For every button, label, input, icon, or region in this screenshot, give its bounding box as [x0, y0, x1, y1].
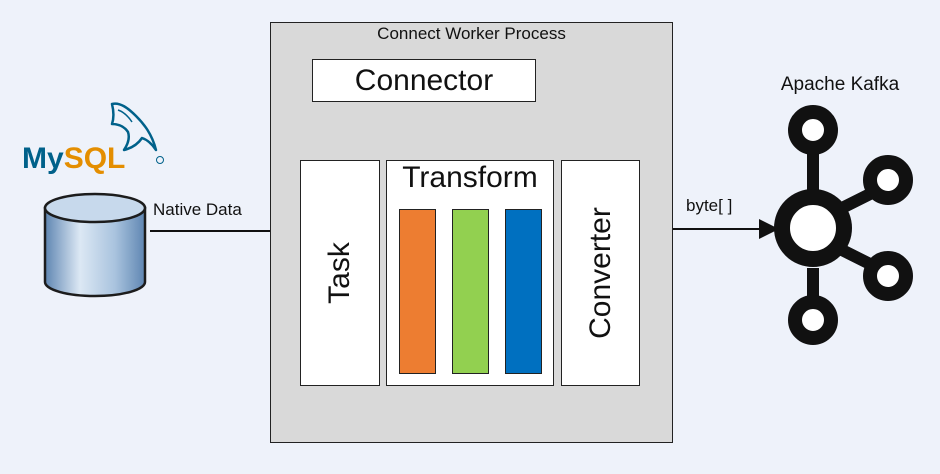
apache-kafka-logo-icon — [774, 105, 913, 345]
transform-label: Transform — [402, 161, 538, 194]
task-box: Task — [300, 160, 380, 386]
converter-box: Converter — [561, 160, 640, 386]
task-label: Task — [323, 242, 356, 304]
transform-bar-blue — [505, 209, 542, 374]
mysql-logo-text: MySQL — [22, 142, 125, 175]
connector-box: Connector — [312, 59, 536, 102]
dolphin-icon — [110, 102, 158, 152]
kafka-label: Apache Kafka — [780, 74, 900, 95]
native-data-label: Native Data — [153, 200, 242, 219]
byte-array-label: byte[ ] — [686, 196, 733, 215]
transform-bar-green — [452, 209, 489, 374]
converter-label: Converter — [583, 207, 617, 339]
connector-label: Connector — [354, 63, 494, 97]
transform-bar-orange — [399, 209, 436, 374]
worker-process-label: Connect Worker Process — [377, 24, 566, 43]
mysql-logo: MySQL — [22, 102, 164, 175]
database-icon — [43, 192, 147, 298]
